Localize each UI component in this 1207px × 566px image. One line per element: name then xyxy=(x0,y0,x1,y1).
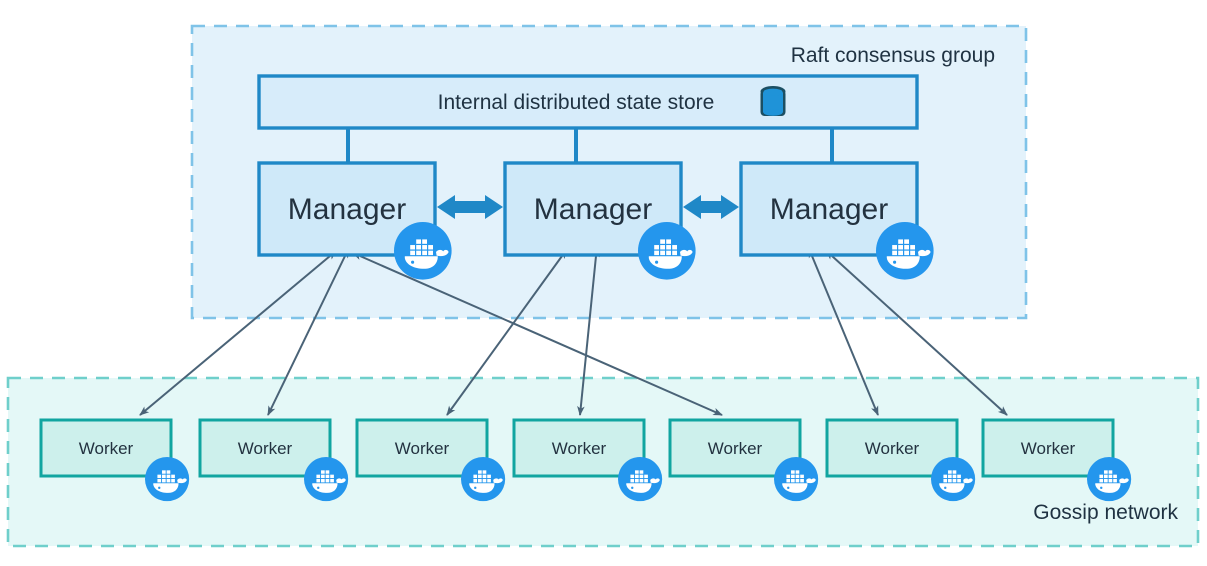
worker-label: Worker xyxy=(865,439,920,458)
worker-label: Worker xyxy=(238,439,293,458)
worker-node-6[interactable]: Worker xyxy=(825,418,976,502)
manager-link-2-3 xyxy=(683,195,739,219)
store-manager-connectors xyxy=(346,128,834,165)
worker-node-3[interactable]: Worker xyxy=(355,418,506,502)
raft-zone-label: Raft consensus group xyxy=(791,44,995,67)
internal-state-store-box[interactable]: Internal distributed state store xyxy=(257,74,919,130)
worker-node-5[interactable]: Worker xyxy=(668,418,819,502)
docker-whale-icon xyxy=(461,457,506,502)
manager-label: Manager xyxy=(534,193,652,226)
worker-node-7[interactable]: Worker xyxy=(981,418,1132,502)
worker-label: Worker xyxy=(79,439,134,458)
state-store-label: Internal distributed state store xyxy=(438,91,715,114)
docker-whale-icon xyxy=(638,222,696,280)
manager-link-1-2 xyxy=(437,195,503,219)
gossip-zone-label: Gossip network xyxy=(1033,501,1178,524)
docker-whale-icon xyxy=(304,457,349,502)
worker-rect xyxy=(198,418,332,478)
manager-node-1[interactable]: Manager xyxy=(257,161,452,280)
worker-label: Worker xyxy=(1021,439,1076,458)
docker-whale-icon xyxy=(774,457,819,502)
manager-node-3[interactable]: Manager xyxy=(739,161,934,280)
worker-label: Worker xyxy=(552,439,607,458)
manager-label: Manager xyxy=(288,193,406,226)
worker-label: Worker xyxy=(395,439,450,458)
manager-label: Manager xyxy=(770,193,888,226)
docker-whale-icon xyxy=(618,457,663,502)
docker-whale-icon xyxy=(931,457,976,502)
state-store-rect xyxy=(257,74,919,130)
docker-whale-icon xyxy=(876,222,934,280)
manager-node-2[interactable]: Manager xyxy=(503,161,696,280)
docker-whale-icon xyxy=(1087,457,1132,502)
docker-whale-icon xyxy=(394,222,452,280)
worker-manager-links xyxy=(139,247,1008,416)
worker-manager-link xyxy=(825,250,1008,416)
docker-whale-icon xyxy=(145,457,190,502)
manager-raft-links xyxy=(437,195,739,219)
worker-node-4[interactable]: Worker xyxy=(512,418,663,502)
worker-manager-link xyxy=(267,248,349,416)
worker-rect xyxy=(825,418,959,478)
worker-node-2[interactable]: Worker xyxy=(198,418,349,502)
database-cylinder-icon xyxy=(760,86,786,116)
worker-manager-link xyxy=(351,252,723,416)
worker-label: Worker xyxy=(708,439,763,458)
worker-node-1[interactable]: Worker xyxy=(39,418,190,502)
